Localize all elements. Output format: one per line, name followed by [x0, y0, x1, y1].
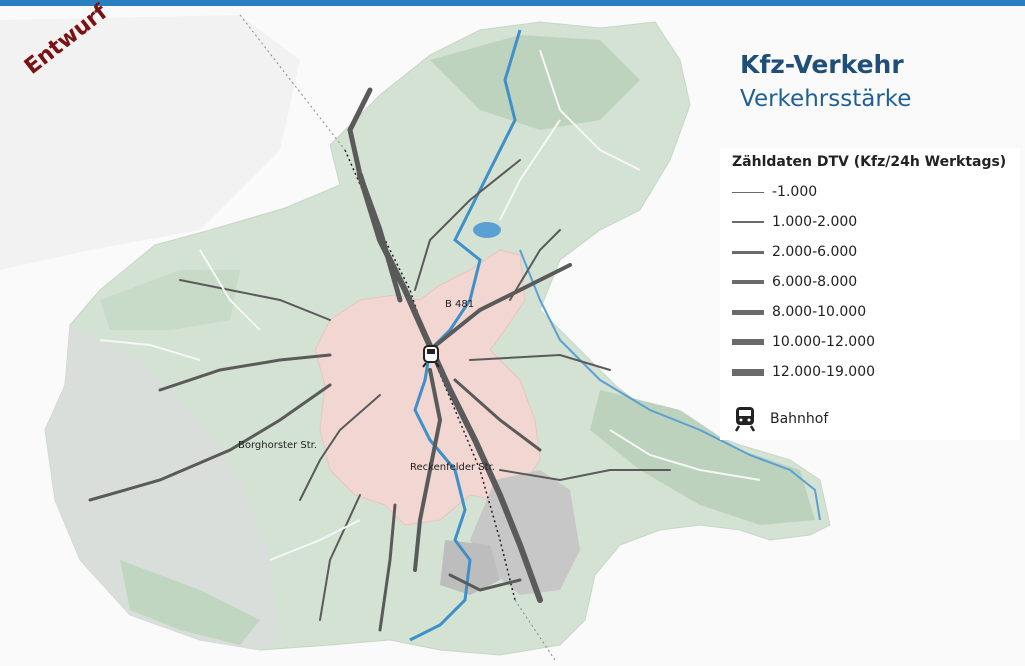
legend-line-sample — [732, 368, 764, 376]
industrial-area — [470, 470, 580, 595]
legend-line-sample — [732, 309, 764, 315]
legend-line-sample — [732, 339, 764, 345]
legend-item: 10.000-12.000 — [732, 332, 875, 352]
legend-item: 6.000-8.000 — [732, 272, 857, 292]
legend-line-sample — [732, 221, 764, 223]
legend-title: Zähldaten DTV (Kfz/24h Werktags) — [732, 154, 1007, 170]
legend-item-label: 8.000-10.000 — [772, 304, 867, 320]
road-label-b481: B 481 — [445, 299, 474, 310]
outside-area — [0, 15, 300, 270]
legend-station-item: Bahnhof — [734, 406, 828, 432]
legend-panel: Zähldaten DTV (Kfz/24h Werktags) -1.000 … — [720, 148, 1020, 440]
legend-line-sample — [732, 191, 764, 193]
legend-item: 1.000-2.000 — [732, 212, 857, 232]
legend-station-label: Bahnhof — [770, 411, 829, 427]
legend-item: 2.000-6.000 — [732, 242, 857, 262]
road-network — [88, 87, 671, 632]
river-east — [519, 249, 821, 521]
lake — [473, 222, 501, 238]
river — [409, 29, 522, 642]
minor-roads — [99, 49, 761, 561]
legend-item-label: 6.000-8.000 — [772, 274, 858, 290]
legend-line-sample — [732, 280, 764, 284]
forest-east — [590, 390, 815, 525]
forest-south — [120, 560, 260, 645]
train-icon — [734, 407, 756, 432]
legend-item-label: 1.000-2.000 — [772, 214, 858, 230]
legend-line-sample — [732, 250, 764, 254]
legend-item-label: -1.000 — [772, 184, 818, 200]
map-title: Kfz-Verkehr — [740, 50, 904, 79]
forest-north — [430, 35, 640, 130]
legend-item-label: 10.000-12.000 — [772, 334, 876, 350]
station-marker[interactable] — [422, 345, 440, 368]
legend-item: 12.000-19.000 — [732, 362, 875, 382]
map-canvas[interactable]: B 481 Borghorster Str. Reckenfelder Str. — [0, 6, 1025, 666]
road-label-reckenfelder: Reckenfelder Str. — [410, 462, 495, 473]
legend-item: -1.000 — [732, 182, 817, 202]
map-subtitle: Verkehrsstärke — [740, 86, 912, 112]
railway-dotted-north — [239, 14, 346, 151]
railway-dotted-south — [514, 599, 556, 661]
road-label-borghorster: Borghorster Str. — [238, 440, 317, 451]
southwest-area — [45, 325, 280, 650]
legend-item: 8.000-10.000 — [732, 302, 866, 322]
legend-item-label: 2.000-6.000 — [772, 244, 858, 260]
legend-item-label: 12.000-19.000 — [772, 364, 876, 380]
top-accent-bar — [0, 0, 1025, 6]
